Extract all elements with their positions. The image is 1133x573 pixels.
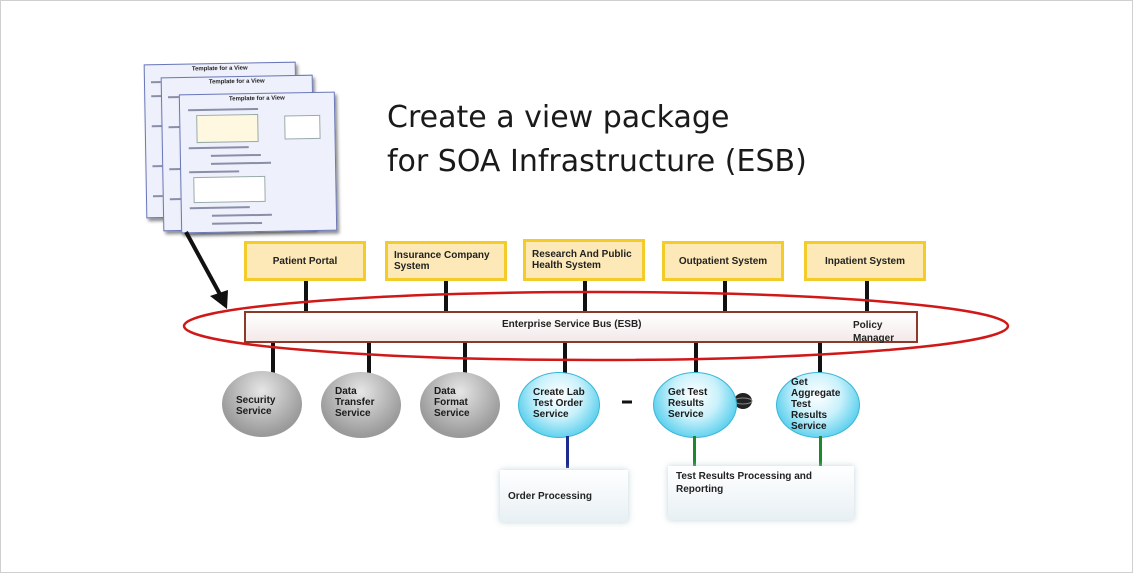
slide-title-line-2: for SOA Infrastructure (ESB) — [387, 144, 807, 179]
service-get-aggregate-test-results: Get Aggregate Test Results Service — [776, 372, 860, 438]
connector-line — [271, 343, 275, 373]
connector-line — [818, 343, 822, 373]
template-page-title: Template for a View — [208, 78, 265, 86]
template-page-front: Template for a View — [178, 91, 338, 234]
connector-line — [563, 343, 567, 373]
connector-line-green — [693, 436, 696, 468]
system-patient-portal: Patient Portal — [244, 241, 366, 281]
connector-line-green — [819, 436, 822, 468]
service-get-test-results: Get Test Results Service — [653, 372, 737, 438]
system-inpatient: Inpatient System — [804, 241, 926, 281]
system-insurance-company: Insurance Company System — [385, 241, 507, 281]
connector-line-blue — [566, 436, 569, 468]
policy-manager-label: Policy Manager — [853, 320, 895, 344]
connector-line — [444, 281, 448, 311]
connector-line — [583, 281, 587, 311]
connector-line — [694, 343, 698, 373]
connector-line — [723, 281, 727, 311]
process-order-processing: Order Processing — [500, 470, 628, 522]
service-security: Security Service — [222, 371, 302, 437]
service-data-format: Data Format Service — [420, 372, 500, 438]
connector-line — [463, 343, 467, 373]
template-page-title: Template for a View — [228, 95, 285, 103]
connector-line — [865, 281, 869, 311]
system-research-public-health: Research And Public Health System — [523, 239, 645, 281]
template-page-title: Template for a View — [191, 65, 248, 73]
slide-title: Create a view package for SOA Infrastruc… — [387, 96, 807, 184]
service-data-transfer: Data Transfer Service — [321, 372, 401, 438]
slide-title-line-1: Create a view package — [387, 100, 730, 135]
connector-line — [304, 281, 308, 311]
connector-line — [367, 343, 371, 373]
process-test-results-reporting: Test Results Processing and Reporting — [668, 466, 854, 520]
service-create-lab-test-order: Create Lab Test Order Service — [518, 372, 600, 438]
system-outpatient: Outpatient System — [662, 241, 784, 281]
esb-label: Enterprise Service Bus (ESB) — [502, 319, 642, 330]
